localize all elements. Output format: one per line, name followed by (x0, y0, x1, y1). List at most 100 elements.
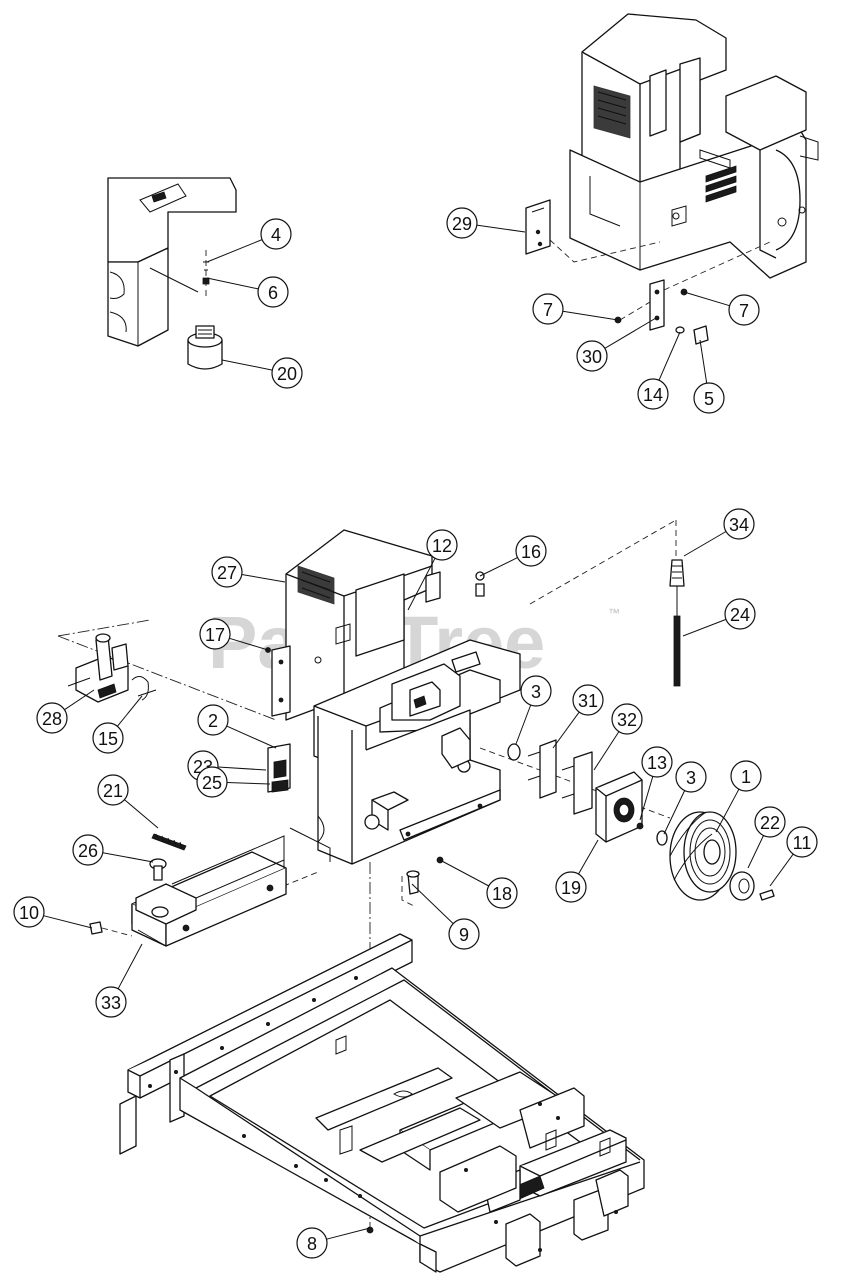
callout-leader-line (699, 339, 708, 384)
callout-32: 32 (593, 703, 643, 771)
callout-leader-line (117, 943, 143, 990)
callout-circle (36, 702, 68, 734)
callout-4: 4 (206, 218, 292, 263)
callout-number: 12 (432, 536, 452, 556)
callout-15: 15 (92, 695, 143, 754)
callout-leader-line (117, 695, 143, 727)
chassis-frame (119, 933, 645, 1273)
callout-number: 28 (42, 709, 62, 729)
callout-leader-line (124, 799, 159, 829)
callout-circle (13, 896, 45, 928)
detail-frame-capacitor (107, 177, 237, 370)
callout-circle (730, 760, 762, 792)
callout-circle (257, 276, 289, 308)
callout-circle (446, 207, 478, 239)
pump-pulley-assembly (507, 739, 775, 901)
callout-leader-line (578, 839, 599, 875)
callout-6: 6 (206, 276, 289, 308)
callout-leader-line (476, 224, 526, 233)
callout-circle (197, 704, 229, 736)
callout-14: 14 (637, 331, 681, 410)
callout-24: 24 (682, 598, 756, 637)
callout-number: 24 (730, 605, 750, 625)
callout-circle (675, 761, 707, 793)
callout-circle (515, 535, 547, 567)
housing-vent (297, 565, 335, 605)
callout-19: 19 (555, 839, 599, 903)
callout-17: 17 (199, 618, 269, 651)
callout-number: 20 (277, 364, 297, 384)
callout-number: 7 (739, 301, 749, 321)
callout-leader-line (439, 859, 490, 887)
callout-circle (92, 722, 124, 754)
callout-31: 31 (552, 684, 604, 749)
callout-number: 29 (452, 214, 472, 234)
callout-leader-line (326, 1227, 371, 1240)
tank-assembly (89, 833, 287, 947)
callout-34: 34 (683, 508, 755, 557)
callout-leader-line (663, 790, 686, 835)
callout-28: 28 (36, 689, 95, 734)
callout-25: 25 (196, 766, 271, 798)
callout-leader-line (562, 310, 619, 321)
callout-circle (271, 357, 303, 389)
callout-circle (611, 703, 643, 735)
callout-circle (196, 766, 228, 798)
rod-assembly (669, 559, 685, 687)
callout-leader-line (604, 317, 657, 349)
callout-circle (296, 1227, 328, 1259)
callout-circle (486, 877, 518, 909)
callout-leader-line (206, 239, 263, 263)
callout-leader-line (593, 731, 620, 771)
callout-number: 14 (643, 385, 663, 405)
callout-circle (641, 746, 673, 778)
callout-leader-line (226, 725, 277, 749)
callout-number: 21 (103, 781, 123, 801)
callout-number: 19 (561, 878, 581, 898)
callout-circle (72, 834, 104, 866)
callout-circle (637, 378, 669, 410)
callout-number: 16 (521, 542, 541, 562)
callout-number: 34 (729, 515, 749, 535)
callout-number: 11 (793, 833, 812, 853)
callout-leader-line (769, 853, 794, 887)
callout-number: 15 (98, 729, 118, 749)
callout-circle (97, 774, 129, 806)
callout-number: 18 (492, 884, 512, 904)
callout-number: 26 (78, 841, 98, 861)
main-assembly (57, 519, 677, 1230)
callout-circle (520, 675, 552, 707)
callout-number: 4 (271, 225, 281, 245)
callout-number: 30 (582, 347, 602, 367)
callout-leader-line (552, 711, 580, 749)
callout-number: 32 (617, 710, 637, 730)
callout-number: 17 (205, 625, 225, 645)
callout-leader-line (206, 277, 259, 290)
callout-3: 3 (663, 761, 707, 835)
callout-circle (211, 556, 243, 588)
callout-number: 3 (531, 682, 541, 702)
callout-1: 1 (715, 760, 762, 833)
callout-7: 7 (683, 291, 760, 326)
callout-number: 9 (459, 925, 469, 945)
callout-22: 22 (747, 806, 786, 869)
callout-11: 11 (769, 826, 818, 887)
callout-circle (95, 986, 127, 1018)
callout-circle (260, 218, 292, 250)
callout-leader-line (658, 331, 681, 381)
callout-10: 10 (13, 896, 93, 929)
callout-30: 30 (576, 317, 657, 372)
callout-16: 16 (479, 535, 547, 577)
callout-circle (693, 382, 725, 414)
callout-leader-line (682, 618, 727, 637)
callout-circle (532, 293, 564, 325)
callout-number: 10 (19, 903, 39, 923)
callout-number: 6 (268, 283, 278, 303)
callout-circle (572, 684, 604, 716)
callout-number: 25 (202, 773, 222, 793)
callout-3: 3 (515, 675, 552, 745)
callout-circle (728, 294, 760, 326)
